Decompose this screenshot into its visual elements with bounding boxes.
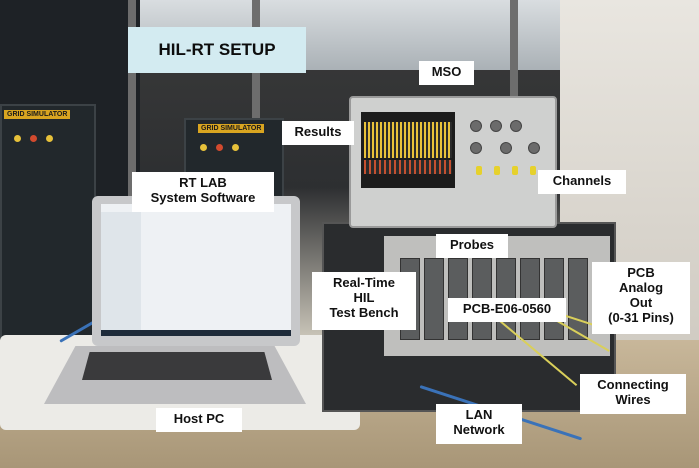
- indicator-led: [46, 135, 53, 142]
- taskbar: [101, 330, 291, 336]
- scope-knob: [528, 142, 540, 154]
- indicator-led: [232, 144, 239, 151]
- channel-indicator: [512, 166, 518, 175]
- label-probes: Probes: [436, 234, 508, 258]
- indicator-led: [14, 135, 21, 142]
- channel-indicator: [476, 166, 482, 175]
- scope-knob: [470, 120, 482, 132]
- grid-simulator-sign: GRID SIMULATOR: [198, 124, 265, 133]
- scope-knob: [510, 120, 522, 132]
- label-lan-network: LAN Network: [436, 404, 522, 444]
- channel-indicator: [530, 166, 536, 175]
- laptop-keyboard: [82, 352, 272, 380]
- label-channels: Channels: [538, 170, 626, 194]
- steel-post: [128, 0, 136, 340]
- label-pcb-model: PCB-E06-0560: [448, 298, 566, 322]
- label-connecting-wires: Connecting Wires: [580, 374, 686, 414]
- label-rtlab-software: RT LAB System Software: [132, 172, 274, 212]
- label-results: Results: [282, 121, 354, 145]
- channel-indicator: [494, 166, 500, 175]
- indicator-led: [30, 135, 37, 142]
- scope-waveform: [364, 160, 452, 174]
- scope-knob: [490, 120, 502, 132]
- label-mso: MSO: [419, 61, 474, 85]
- scope-knob: [500, 142, 512, 154]
- scope-waveform: [364, 122, 452, 158]
- indicator-led: [216, 144, 223, 151]
- label-host-pc: Host PC: [156, 408, 242, 432]
- page-title: HIL-RT SETUP: [128, 27, 306, 73]
- grid-simulator-sign: GRID SIMULATOR: [4, 110, 71, 119]
- label-realtime-bench: Real-Time HIL Test Bench: [312, 272, 416, 330]
- indicator-led: [200, 144, 207, 151]
- label-pcb-analog-out: PCB Analog Out (0-31 Pins): [592, 262, 690, 334]
- software-panel: [101, 212, 141, 336]
- scope-knob: [470, 142, 482, 154]
- io-slot: [424, 258, 444, 340]
